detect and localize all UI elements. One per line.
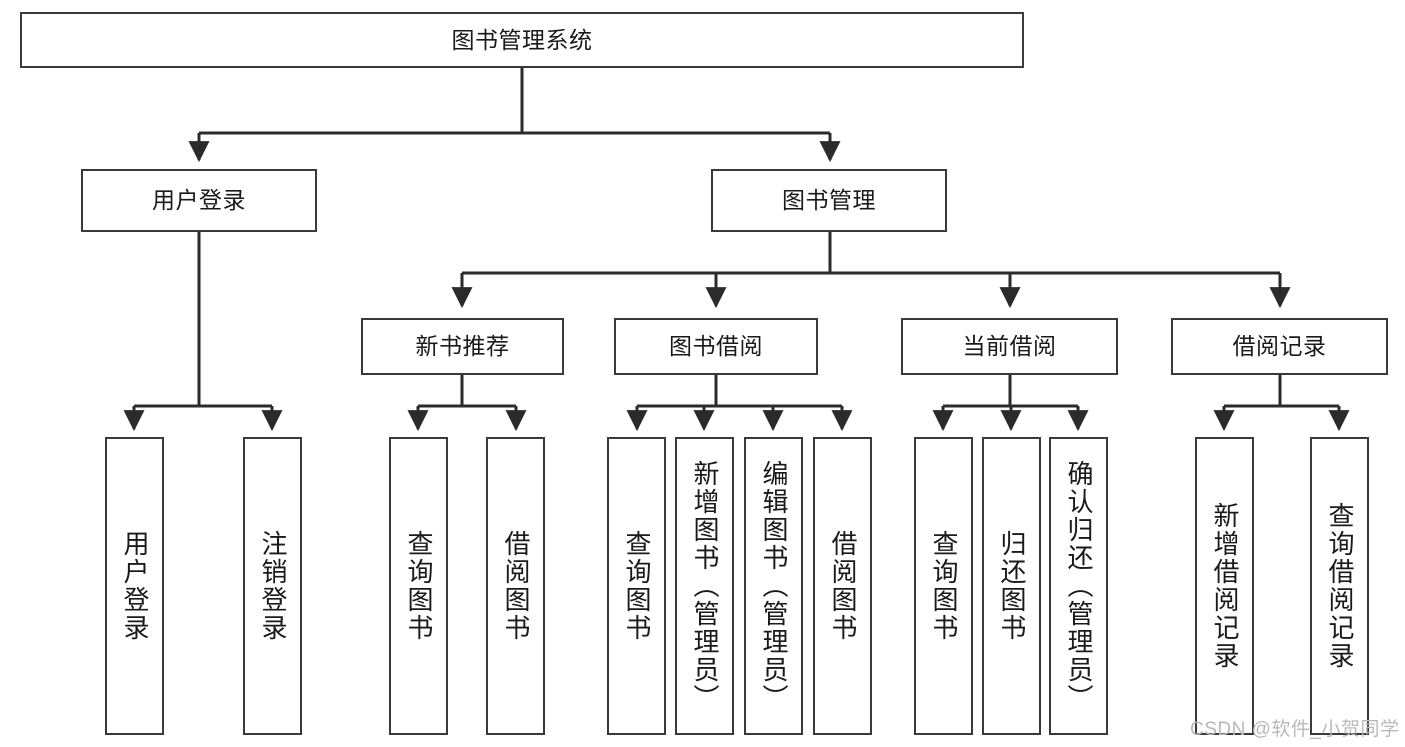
node-label: 归还图书	[997, 530, 1028, 642]
node-book-management[interactable]: 图书管理	[711, 169, 947, 232]
node-label: 用户登录	[120, 530, 151, 642]
leaf-return-book[interactable]: 归还图书	[982, 437, 1041, 735]
node-current-borrow[interactable]: 当前借阅	[901, 318, 1118, 375]
node-label: 用户登录	[152, 187, 246, 213]
node-label: 借阅记录	[1232, 333, 1327, 359]
leaf-query-book-borrow[interactable]: 查询图书	[607, 437, 666, 735]
node-label: 当前借阅	[962, 333, 1057, 359]
node-user-login[interactable]: 用户登录	[81, 169, 317, 232]
node-label: 查询借阅记录	[1325, 502, 1356, 670]
leaf-add-book-admin[interactable]: 新增图书（管理员）	[675, 437, 734, 735]
node-label: 新书推荐	[415, 333, 510, 359]
node-borrow-record[interactable]: 借阅记录	[1171, 318, 1388, 375]
leaf-edit-book-admin[interactable]: 编辑图书（管理员）	[744, 437, 803, 735]
leaf-add-borrow-record[interactable]: 新增借阅记录	[1195, 437, 1254, 735]
node-label: 图书借阅	[669, 333, 763, 359]
leaf-confirm-return-admin[interactable]: 确认归还（管理员）	[1049, 437, 1108, 735]
node-new-book-recommend[interactable]: 新书推荐	[361, 318, 564, 375]
leaf-borrow-book[interactable]: 借阅图书	[813, 437, 872, 735]
node-label: 注销登录	[258, 530, 289, 642]
node-label: 借阅图书	[501, 530, 532, 642]
node-label: 新增图书（管理员）	[690, 460, 721, 712]
node-label: 确认归还（管理员）	[1064, 460, 1095, 712]
leaf-user-login[interactable]: 用户登录	[105, 437, 164, 735]
node-label: 查询图书	[929, 530, 960, 642]
node-label: 编辑图书（管理员）	[759, 460, 790, 712]
node-book-borrow[interactable]: 图书借阅	[614, 318, 818, 375]
leaf-query-borrow-record[interactable]: 查询借阅记录	[1310, 437, 1369, 735]
node-label: 新增借阅记录	[1210, 502, 1241, 670]
node-label: 图书管理系统	[451, 26, 593, 53]
node-label: 查询图书	[404, 530, 435, 642]
node-label: 查询图书	[622, 530, 653, 642]
node-label: 图书管理	[782, 187, 876, 213]
leaf-logout[interactable]: 注销登录	[243, 437, 302, 735]
leaf-borrow-book-recommend[interactable]: 借阅图书	[486, 437, 545, 735]
leaf-query-book-current[interactable]: 查询图书	[914, 437, 973, 735]
node-root-book-management-system[interactable]: 图书管理系统	[20, 12, 1024, 68]
node-label: 借阅图书	[828, 530, 859, 642]
leaf-query-book-recommend[interactable]: 查询图书	[389, 437, 448, 735]
csdn-watermark: CSDN @软件_小贺同学	[1190, 719, 1400, 740]
